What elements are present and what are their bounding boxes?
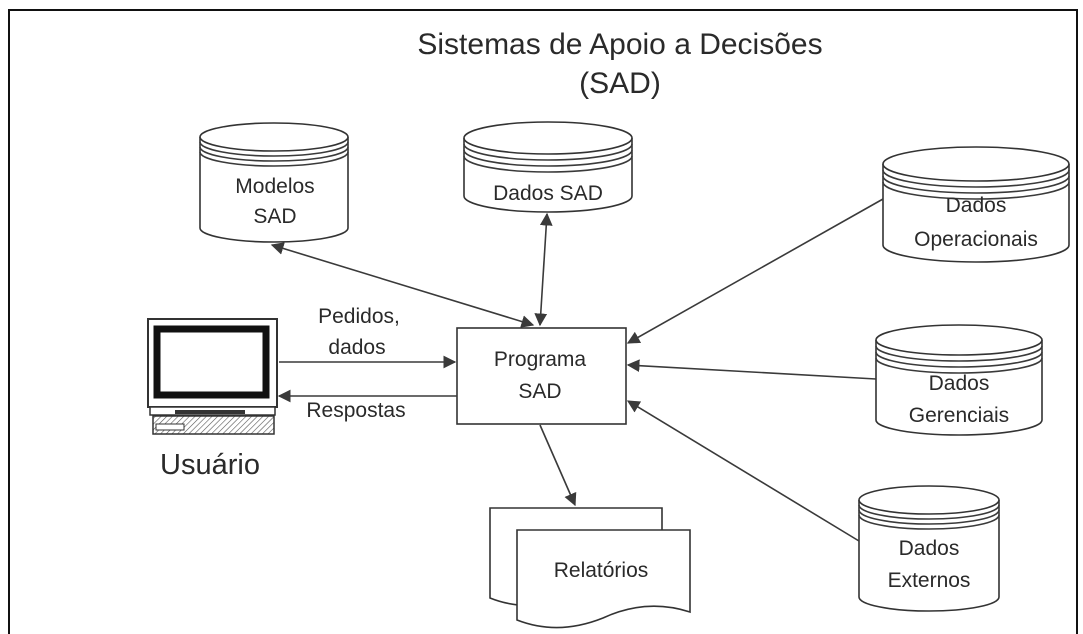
arrow-operacionais-to-program — [626, 198, 884, 344]
arrow-externos-to-program — [626, 400, 860, 542]
arrow-program-dados-sad — [534, 212, 553, 327]
requests-label-2: dados — [328, 336, 385, 359]
program-label-1: Programa — [494, 348, 587, 371]
diagram-frame — [8, 9, 1078, 634]
store-gerenciais-label-2: Gerenciais — [909, 404, 1009, 427]
responses-label: Respostas — [306, 399, 405, 422]
store-externos-label-1: Dados — [899, 537, 960, 560]
program-label-2: SAD — [518, 380, 561, 403]
reports-documents: Relatórios — [489, 507, 691, 629]
program-box: Programa SAD — [456, 327, 627, 425]
user-label: Usuário — [160, 449, 260, 481]
diagram-title: Sistemas de Apoio a Decisões — [417, 28, 822, 61]
reports-label: Relatórios — [554, 559, 649, 582]
store-dados-sad-label: Dados SAD — [493, 182, 603, 205]
store-modelos-label-2: SAD — [253, 205, 296, 228]
arrow-program-modelos — [270, 242, 535, 328]
store-dados-operacionais: Dados Operacionais — [882, 146, 1070, 263]
arrow-program-to-reports — [539, 424, 577, 507]
store-dados-externos: Dados Externos — [858, 485, 1000, 612]
store-dados-gerenciais: Dados Gerenciais — [875, 324, 1043, 436]
user-computer-icon — [147, 318, 278, 435]
store-operacionais-label-2: Operacionais — [914, 228, 1038, 251]
store-gerenciais-label-1: Dados — [929, 372, 990, 395]
store-modelos-sad: Modelos SAD — [199, 122, 349, 243]
store-modelos-label-1: Modelos — [235, 175, 314, 198]
arrow-gerenciais-to-program — [626, 359, 877, 380]
store-operacionais-label-1: Dados — [946, 194, 1007, 217]
store-dados-sad: Dados SAD — [463, 121, 633, 213]
store-externos-label-2: Externos — [888, 569, 971, 592]
diagram-subtitle: (SAD) — [579, 67, 661, 100]
requests-label-1: Pedidos, — [318, 305, 400, 328]
